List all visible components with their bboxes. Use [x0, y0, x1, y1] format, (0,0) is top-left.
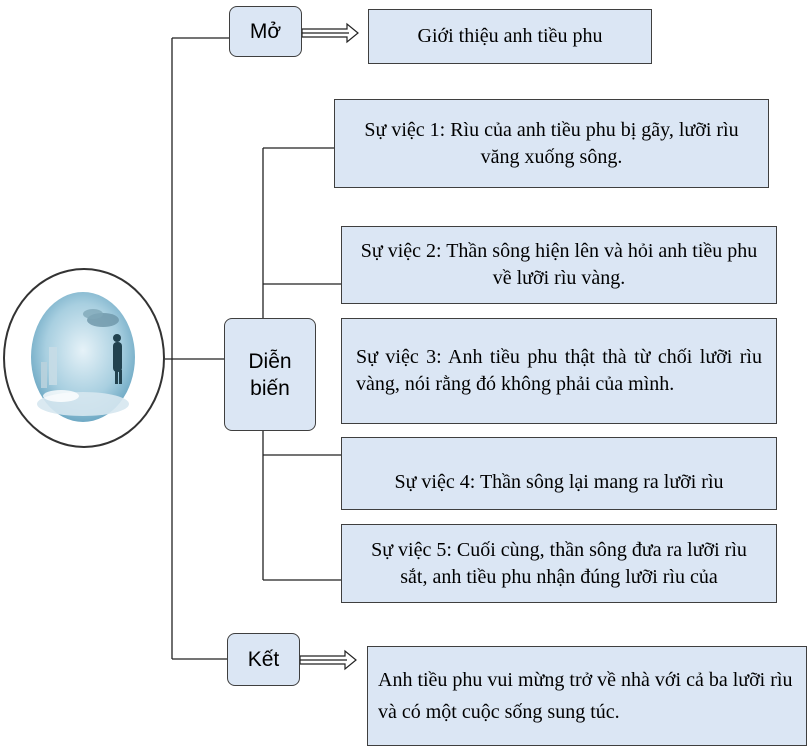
- event-3-box: Sự việc 3: Anh tiều phu thật thà từ chối…: [341, 318, 777, 424]
- event-5-text: Sự việc 5: Cuối cùng, thần sông đưa ra l…: [371, 538, 747, 588]
- conclusion-box: Anh tiều phu vui mừng trở về nhà với cả …: [367, 646, 807, 746]
- label-dien-bien: Diễn biến: [224, 318, 316, 431]
- label-ket-text: Kết: [247, 647, 280, 671]
- arrow-icon: [299, 649, 357, 671]
- intro-text: Giới thiệu anh tiều phu: [417, 25, 603, 47]
- conclusion-text: Anh tiều phu vui mừng trở về nhà với cả …: [378, 669, 793, 723]
- label-dien-bien-line1: Diễn: [248, 349, 292, 373]
- event-4-text: Sự việc 4: Thần sông lại mang ra lưỡi rì…: [394, 471, 724, 493]
- label-ket: Kết: [227, 633, 300, 686]
- event-4-box: Sự việc 4: Thần sông lại mang ra lưỡi rì…: [341, 437, 777, 510]
- woodcutter-illustration: [31, 292, 135, 422]
- label-dien-bien-line2: biến: [250, 376, 290, 400]
- intro-box: Giới thiệu anh tiều phu: [368, 9, 652, 64]
- label-mo-text: Mở: [249, 19, 282, 43]
- event-2-box: Sự việc 2: Thần sông hiện lên và hỏi anh…: [341, 226, 777, 304]
- event-1-text: Sự việc 1: Rìu của anh tiều phu bị gãy, …: [364, 118, 739, 168]
- event-3-text: Sự việc 3: Anh tiều phu thật thà từ chối…: [356, 346, 762, 395]
- arrow-icon: [301, 22, 359, 44]
- event-1-box: Sự việc 1: Rìu của anh tiều phu bị gãy, …: [334, 99, 769, 188]
- event-5-box: Sự việc 5: Cuối cùng, thần sông đưa ra l…: [341, 524, 777, 603]
- label-mo: Mở: [229, 6, 302, 57]
- event-2-text: Sự việc 2: Thần sông hiện lên và hỏi anh…: [360, 240, 758, 289]
